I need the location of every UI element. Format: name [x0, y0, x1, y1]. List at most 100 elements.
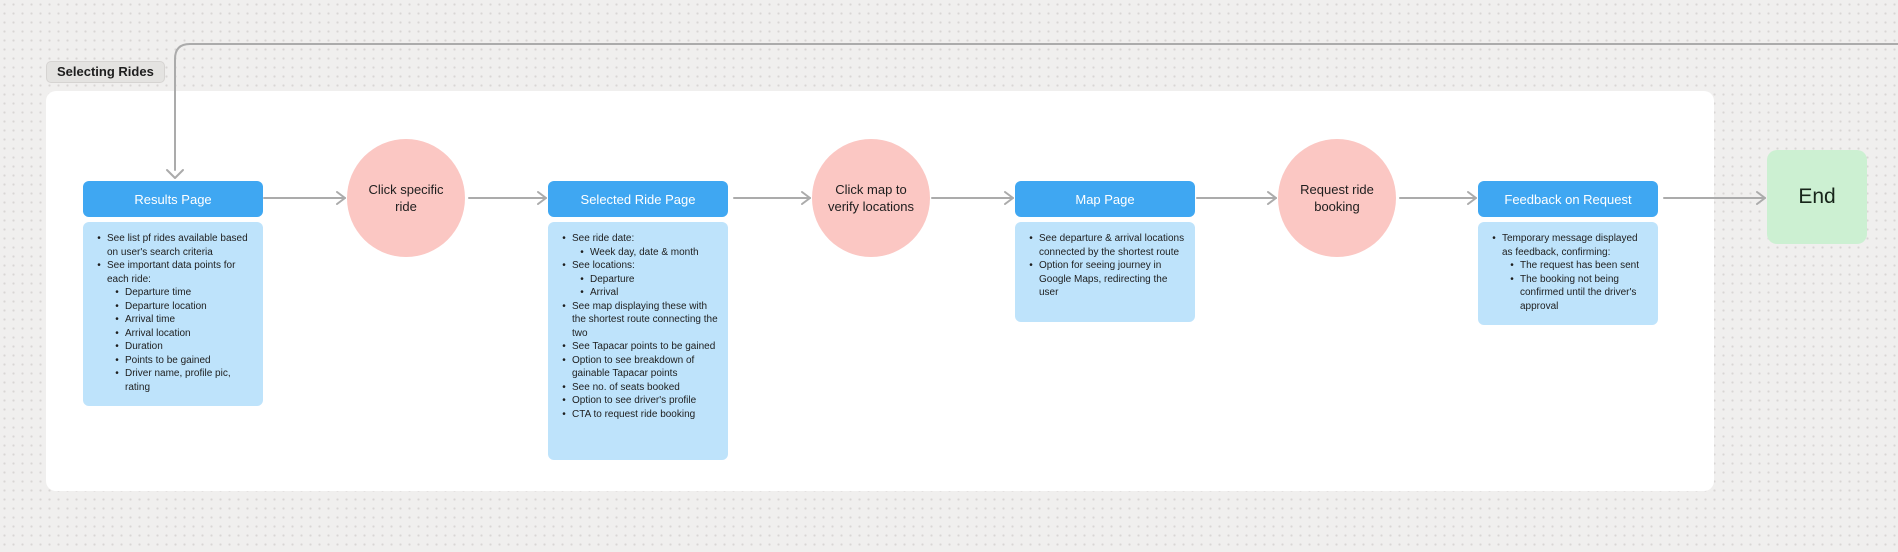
- bullet-icon: •: [562, 354, 566, 366]
- note-bullet-item: • See ride date:: [560, 232, 720, 246]
- note-text: Departure location: [125, 300, 207, 312]
- bullet-icon: •: [97, 233, 101, 244]
- note-text: Temporary message displayed as feedback,…: [1502, 233, 1638, 258]
- bullet-icon: •: [115, 314, 119, 325]
- node-end[interactable]: End: [1767, 150, 1867, 244]
- note-bullet-item: • Week day, date & month: [578, 246, 720, 260]
- bullet-icon: •: [115, 341, 119, 352]
- node-click-specific-ride[interactable]: Click specific ride: [347, 139, 465, 257]
- bullet-icon: •: [562, 408, 566, 420]
- bullet-icon: •: [562, 233, 566, 244]
- note-text: Week day, date & month: [590, 246, 699, 258]
- bullet-icon: •: [562, 395, 566, 406]
- note-feedback-on-request[interactable]: • Temporary message displayed as feedback…: [1478, 222, 1658, 325]
- node-selected-ride-page[interactable]: Selected Ride Page: [548, 181, 728, 217]
- note-bullet-item: • See locations:: [560, 259, 720, 273]
- bullet-icon: •: [580, 273, 584, 285]
- note-text: See Tapacar points to be gained: [572, 341, 716, 352]
- bullet-icon: •: [1510, 273, 1514, 285]
- action-label: Click specific ride: [368, 182, 444, 214]
- note-bullet-item: • See list pf rides available based on us…: [95, 232, 255, 259]
- note-text: The request has been sent: [1520, 260, 1639, 271]
- bullet-icon: •: [1029, 233, 1033, 244]
- note-text: See departure & arrival locations connec…: [1039, 233, 1185, 258]
- bullet-icon: •: [562, 341, 566, 352]
- note-bullet-item: • Arrival location: [113, 327, 255, 341]
- note-text: Arrival: [590, 287, 619, 298]
- action-label: Request ride booking: [1300, 182, 1374, 214]
- bullet-icon: •: [562, 300, 566, 312]
- node-request-ride-booking[interactable]: Request ride booking: [1278, 139, 1396, 257]
- bullet-icon: •: [115, 300, 119, 312]
- note-bullet-item: • Departure location: [113, 300, 255, 314]
- note-text: Departure time: [125, 287, 192, 298]
- bullet-icon: •: [562, 381, 566, 393]
- note-text: See no. of seats booked: [572, 381, 680, 393]
- note-bullet-item: • Option to see driver's profile: [560, 394, 720, 408]
- bullet-icon: •: [1510, 260, 1514, 271]
- node-results-page[interactable]: Results Page: [83, 181, 263, 217]
- note-bullet-item: • Duration: [113, 340, 255, 354]
- arrowhead-right-icon: [1467, 191, 1477, 205]
- node-click-map-verify[interactable]: Click map to verify locations: [812, 139, 930, 257]
- note-text: Duration: [125, 341, 163, 352]
- note-text: Option to see breakdown of gainable Tapa…: [572, 354, 695, 380]
- note-text: Arrival location: [125, 327, 191, 339]
- bullet-icon: •: [1029, 260, 1033, 271]
- arrowhead-right-icon: [801, 191, 811, 205]
- note-bullet-item: • Option to see breakdown of gainable Tap…: [560, 354, 720, 381]
- note-bullet-item: • The request has been sent: [1508, 259, 1650, 273]
- connector-incoming[interactable]: [174, 43, 1898, 171]
- arrowhead-right-icon: [336, 191, 346, 205]
- note-text: Driver name, profile pic, rating: [125, 368, 231, 393]
- note-text: Departure: [590, 273, 635, 285]
- arrowhead-right-icon: [1756, 191, 1766, 205]
- bullet-icon: •: [115, 368, 119, 379]
- note-bullet-item: • See important data points for each ride…: [95, 259, 255, 286]
- note-map-page[interactable]: • See departure & arrival locations conne…: [1015, 222, 1195, 322]
- note-text: See map displaying these with the shorte…: [572, 300, 718, 339]
- bullet-icon: •: [1492, 233, 1496, 244]
- note-bullet-item: • Points to be gained: [113, 354, 255, 368]
- note-bullet-item: • Driver name, profile pic, rating: [113, 367, 255, 394]
- node-feedback-on-request[interactable]: Feedback on Request: [1478, 181, 1658, 217]
- bullet-icon: •: [562, 260, 566, 271]
- arrowhead-down-icon: [166, 169, 184, 179]
- arrowhead-right-icon: [1004, 191, 1014, 205]
- note-bullet-item: • Departure: [578, 273, 720, 287]
- action-label: Click map to verify locations: [828, 182, 914, 214]
- note-bullet-item: • Arrival: [578, 286, 720, 300]
- note-bullet-item: • See no. of seats booked: [560, 381, 720, 395]
- note-text: See important data points for each ride:: [107, 260, 236, 285]
- note-text: See ride date:: [572, 233, 635, 244]
- bullet-icon: •: [115, 354, 119, 366]
- note-text: CTA to request ride booking: [572, 408, 696, 420]
- arrowhead-right-icon: [1267, 191, 1277, 205]
- section-label[interactable]: Selecting Rides: [46, 61, 165, 83]
- note-results-page[interactable]: • See list pf rides available based on us…: [83, 222, 263, 406]
- bullet-icon: •: [115, 327, 119, 339]
- note-bullet-item: •Option for seeing journey in Google Map…: [1027, 259, 1187, 300]
- bullet-icon: •: [97, 260, 101, 271]
- note-bullet-item: • Departure time: [113, 286, 255, 300]
- arrowhead-right-icon: [537, 191, 547, 205]
- note-bullet-item: • See map displaying these with the short…: [560, 300, 720, 341]
- note-text: See locations:: [572, 260, 635, 271]
- note-bullet-item: • Arrival time: [113, 313, 255, 327]
- note-text: Arrival time: [125, 314, 176, 325]
- note-selected-ride-page[interactable]: • See ride date: • Week day, date & month • S…: [548, 222, 728, 460]
- note-text: See list pf rides available based on use…: [107, 233, 248, 258]
- bullet-icon: •: [580, 287, 584, 298]
- note-bullet-item: • The booking not being confirmed until t…: [1508, 273, 1650, 314]
- note-bullet-item: • See Tapacar points to be gained: [560, 340, 720, 354]
- note-text: The booking not being confirmed until th…: [1520, 273, 1637, 312]
- bullet-icon: •: [115, 287, 119, 298]
- node-map-page[interactable]: Map Page: [1015, 181, 1195, 217]
- note-bullet-item: • CTA to request ride booking: [560, 408, 720, 422]
- bullet-icon: •: [580, 246, 584, 258]
- note-bullet-item: • Temporary message displayed as feedback…: [1490, 232, 1650, 259]
- note-text: Option to see driver's profile: [572, 395, 697, 406]
- note-text: Points to be gained: [125, 354, 211, 366]
